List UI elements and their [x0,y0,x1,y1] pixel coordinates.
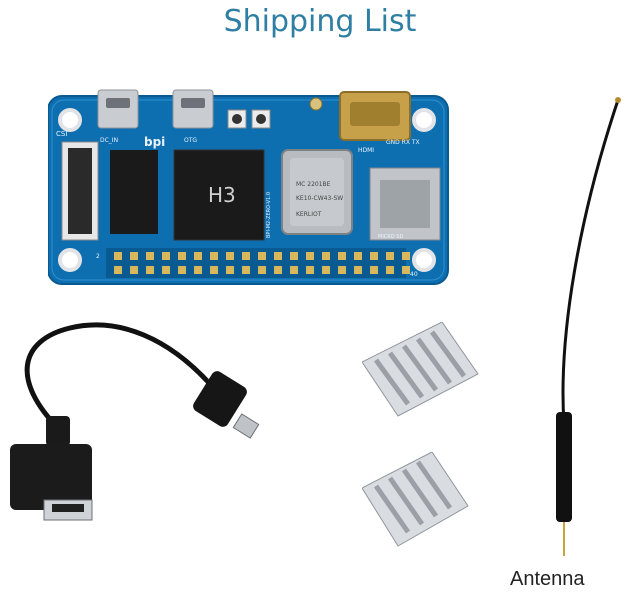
silk-pin-2: 2 [96,253,100,260]
otg-cable [0,320,280,530]
wifi-line-1: KERLIOT [296,211,322,218]
silk-dc-in: DC_IN [100,137,118,144]
antenna [540,94,630,564]
silk-microsd: MICRO SD [378,234,403,240]
wifi-line-2: KE10-CW43-SW [296,195,343,202]
soc-label: H3 [208,183,236,207]
silk-model: BPI-M2-ZERO-V1.0 [266,192,272,238]
silk-otg: OTG [184,137,197,144]
silk-pin-40: 40 [410,271,418,278]
banana-pi-board: CSI DC_IN OTG bpi HDMI GND RX TX H3 BPI-… [48,88,450,286]
heatsink-small [362,452,472,548]
silk-gnd-rx-tx: GND RX TX [386,139,420,146]
page-title: Shipping List [223,4,417,39]
antenna-label: Antenna [510,568,585,590]
heatsink-large [362,322,482,418]
silk-hdmi: HDMI [358,147,374,154]
silk-csi: CSI [56,130,67,138]
wifi-line-3: MC 2201BE [296,181,331,188]
silk-logo: bpi [144,135,165,149]
